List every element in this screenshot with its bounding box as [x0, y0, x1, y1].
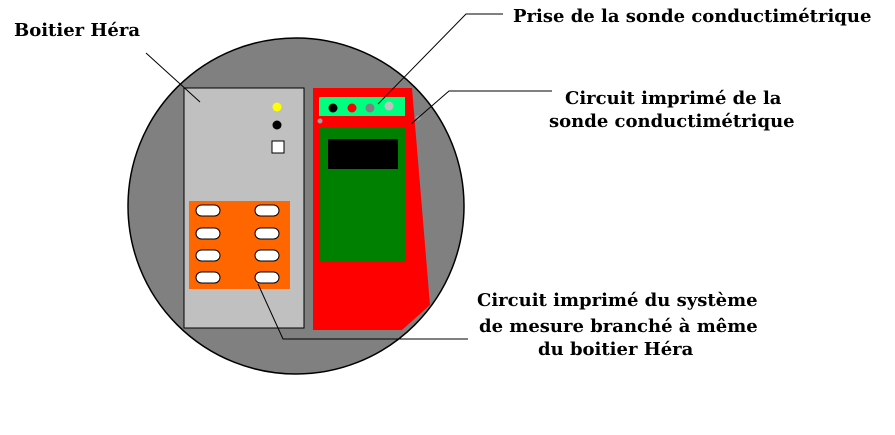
contact-slot	[195, 227, 221, 240]
black-pin-icon	[328, 103, 338, 113]
label-circuit-mesure-line2: de mesure branché à même	[479, 316, 758, 337]
label-circuit-sonde-line1: Circuit imprimé de la	[565, 88, 782, 109]
boitier-leader	[145, 52, 201, 103]
mesure-board-contacts	[195, 204, 280, 284]
contact-slot	[254, 204, 280, 217]
gray-pin-icon	[365, 103, 375, 113]
light-gray-pin-icon	[384, 101, 394, 111]
contact-slot	[195, 249, 221, 262]
label-boitier-hera: Boitier Héra	[14, 20, 140, 41]
contact-slot	[254, 227, 280, 240]
contact-slot	[254, 249, 280, 262]
circuit-mesure-leader	[257, 283, 468, 340]
yellow-led-icon	[272, 102, 282, 112]
prise-leader	[377, 13, 503, 105]
label-circuit-mesure-line3: du boitier Héra	[538, 339, 694, 360]
contact-slot	[195, 271, 221, 284]
square-button-icon	[271, 140, 285, 154]
black-led-icon	[272, 120, 282, 130]
label-prise-sonde: Prise de la sonde conductimétrique	[513, 6, 871, 27]
screw-dot	[317, 118, 323, 124]
red-pin-icon	[347, 103, 357, 113]
label-circuit-mesure-line1: Circuit imprimé du système	[477, 290, 758, 311]
circuit-sonde-leader	[410, 90, 552, 125]
label-circuit-sonde-line2: sonde conductimétrique	[549, 111, 795, 132]
contact-slot	[195, 204, 221, 217]
sonde-display	[328, 139, 398, 169]
prise-strip	[319, 97, 405, 116]
leader-lines	[145, 13, 552, 340]
contact-slot	[254, 271, 280, 284]
